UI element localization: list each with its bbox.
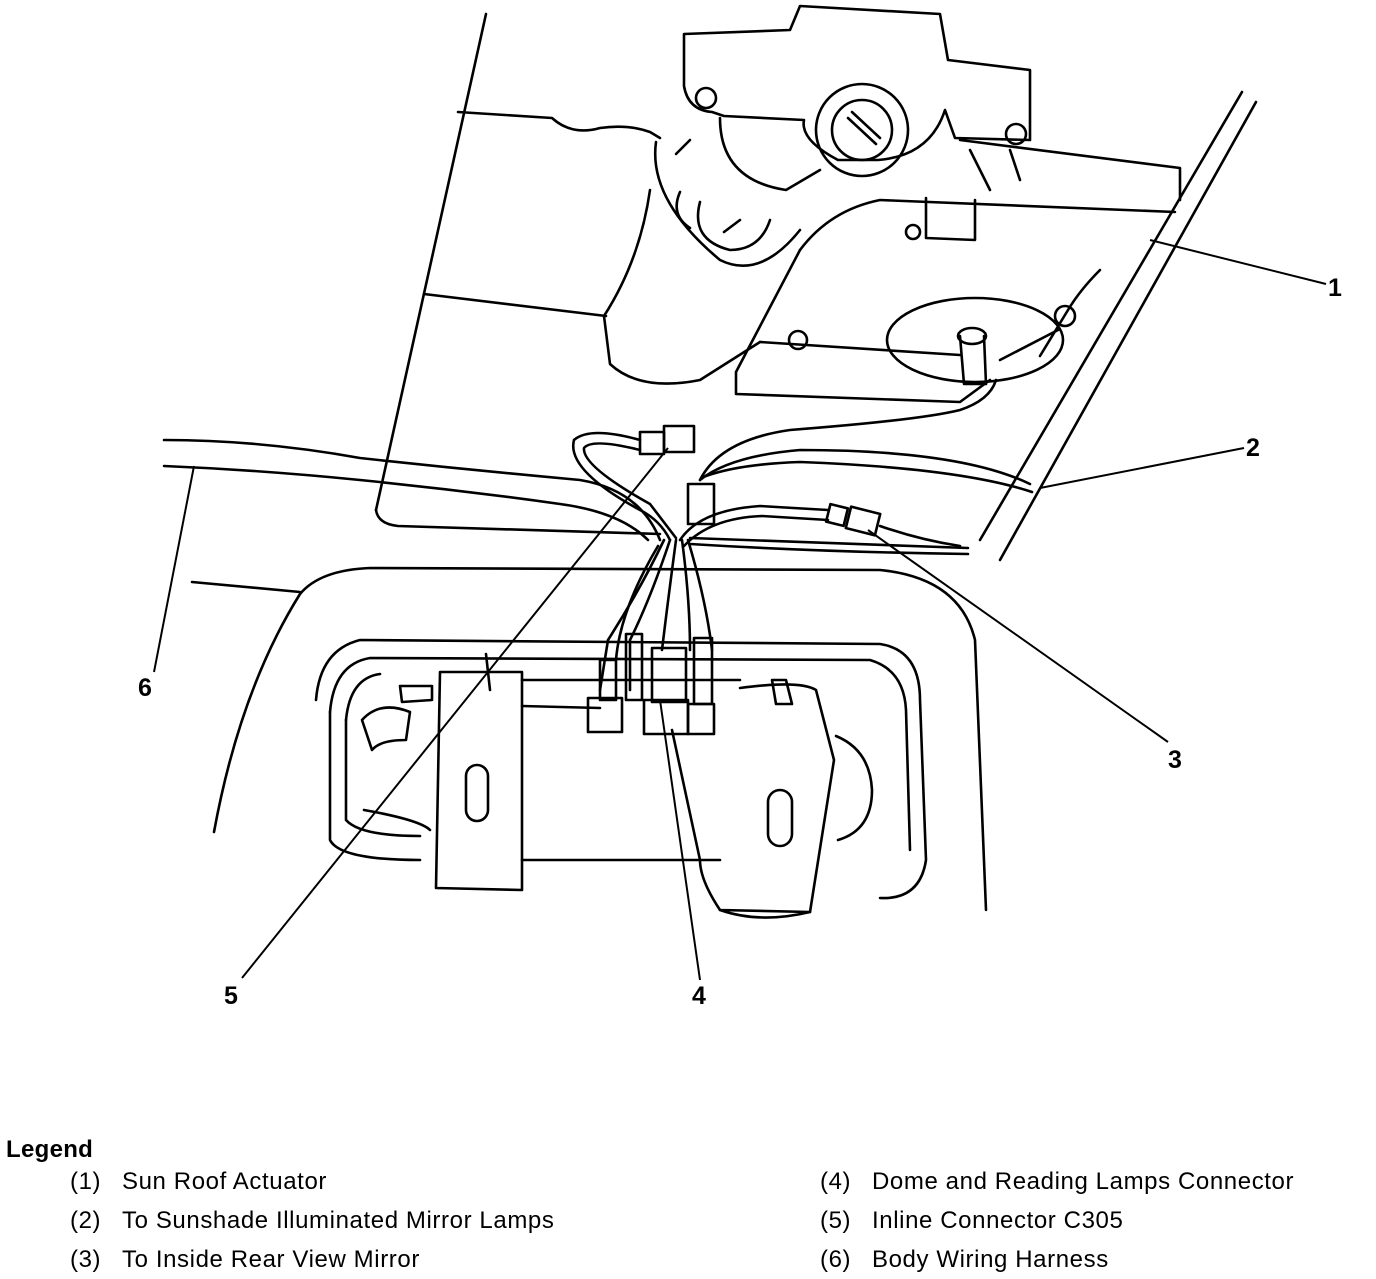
callout-6: 6 — [138, 674, 152, 702]
inline-connector-c305 — [571, 424, 716, 542]
legend-item-1: (1) Sun Roof Actuator — [70, 1162, 554, 1201]
callout-5: 5 — [224, 982, 238, 1010]
legend-column-left: (1) Sun Roof Actuator (2) To Sunshade Il… — [70, 1162, 554, 1279]
leader-2 — [1039, 447, 1245, 489]
leader-3 — [867, 529, 1169, 743]
legend-item-4: (4) Dome and Reading Lamps Connector — [820, 1162, 1294, 1201]
callout-4: 4 — [692, 982, 706, 1010]
legend-item-6: (6) Body Wiring Harness — [820, 1240, 1294, 1279]
legend-item-2: (2) To Sunshade Illuminated Mirror Lamps — [70, 1201, 554, 1240]
leader-lines — [153, 239, 1327, 981]
legend: Legend (1) Sun Roof Actuator (2) To Suns… — [0, 1128, 1376, 1276]
legend-item-label: To Inside Rear View Mirror — [122, 1245, 420, 1273]
legend-item-number: (2) — [70, 1206, 102, 1234]
wire-bundle — [598, 538, 714, 692]
callout-1: 1 — [1328, 274, 1342, 302]
legend-item-number: (6) — [820, 1245, 852, 1273]
callout-3: 3 — [1168, 746, 1182, 774]
legend-item-number: (3) — [70, 1245, 102, 1273]
legend-item-number: (1) — [70, 1167, 102, 1195]
legend-item-label: To Sunshade Illuminated Mirror Lamps — [122, 1206, 555, 1234]
wiring-diagram: 1 2 3 4 5 6 — [138, 4, 1342, 1010]
sun-roof-actuator — [602, 4, 1182, 404]
leader-1 — [1149, 239, 1327, 285]
callout-2: 2 — [1246, 434, 1260, 462]
leader-4 — [659, 699, 701, 981]
legend-column-right: (4) Dome and Reading Lamps Connector (5)… — [820, 1162, 1294, 1279]
legend-item-label: Body Wiring Harness — [872, 1245, 1109, 1273]
legend-item-5: (5) Inline Connector C305 — [820, 1201, 1294, 1240]
roof-panel — [190, 12, 1258, 912]
legend-item-number: (4) — [820, 1167, 852, 1195]
legend-item-label: Inline Connector C305 — [872, 1206, 1124, 1234]
legend-item-number: (5) — [820, 1206, 852, 1234]
sunshade-lamps-branch — [698, 378, 1034, 494]
leader-5 — [241, 447, 669, 979]
body-wiring-harness — [162, 438, 970, 556]
legend-title: Legend — [6, 1136, 94, 1163]
legend-item-3: (3) To Inside Rear View Mirror — [70, 1240, 554, 1279]
legend-item-label: Sun Roof Actuator — [122, 1167, 327, 1195]
leader-6 — [153, 465, 195, 673]
legend-item-label: Dome and Reading Lamps Connector — [872, 1167, 1295, 1195]
dome-lamp-assembly — [314, 632, 928, 919]
